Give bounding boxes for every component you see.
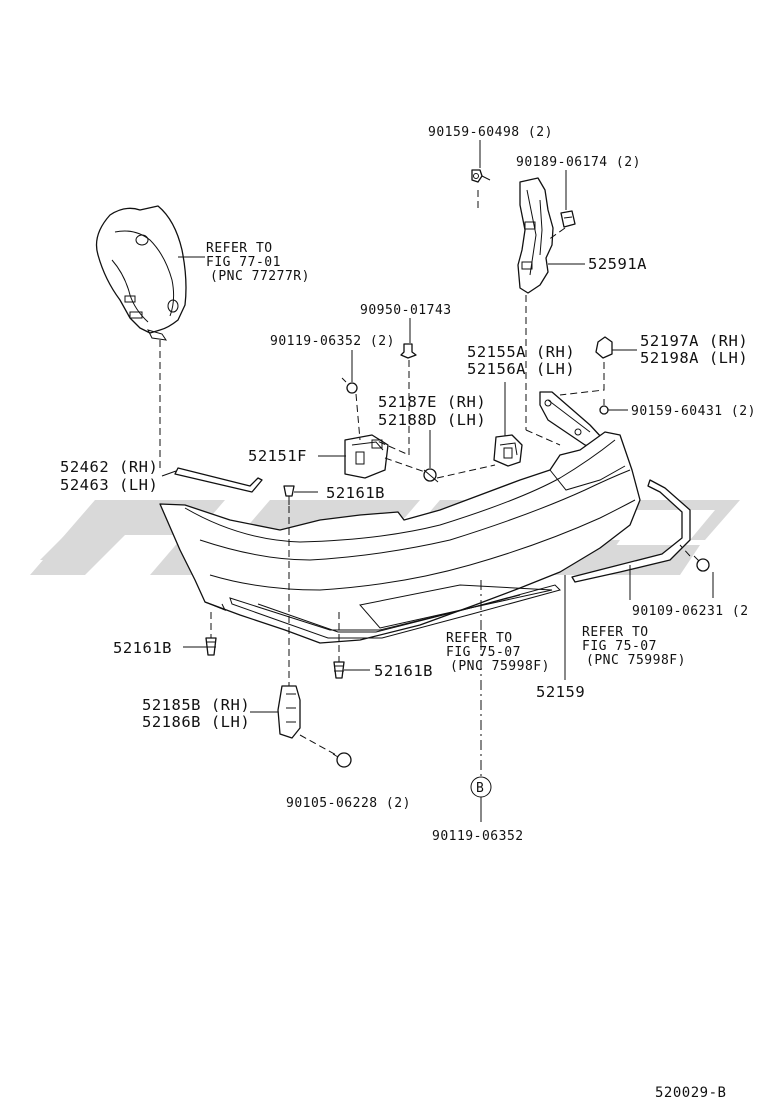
label-90159-60431: 90159-60431 (2)	[631, 404, 756, 419]
label-90189-06174: 90189-06174 (2)	[516, 155, 641, 170]
bumper-end-bracket	[539, 391, 603, 449]
label-refer-77-line2: FIG 77-01	[206, 255, 281, 270]
label-52156a: 52156A (LH)	[467, 360, 575, 378]
label-52161b-top: 52161B	[326, 484, 385, 502]
clip-52161b-left	[205, 637, 217, 656]
retainer-52187e	[423, 468, 439, 483]
label-refer-77-line1: REFER TO	[206, 241, 273, 256]
label-52161b-middle: 52161B	[374, 662, 433, 680]
label-52155a: 52155A (RH)	[467, 343, 575, 361]
retainer-52155a	[493, 434, 523, 467]
label-refer-75b-line1: REFER TO	[582, 625, 649, 640]
bracket-52151f	[344, 434, 389, 479]
screw-90159-60431	[599, 399, 609, 415]
label-90159-60498: 90159-60498 (2)	[428, 125, 553, 140]
label-refer-75a-line2: FIG 75-07	[446, 645, 521, 660]
rivet-90950-01743	[400, 343, 417, 359]
diagram-id: 520029-B	[655, 1085, 726, 1101]
clip-90189-06174	[560, 210, 576, 228]
reference-marker-b-letter: B	[476, 781, 484, 796]
label-52187e: 52187E (RH)	[378, 393, 486, 411]
reference-marker-b: B	[470, 776, 492, 798]
label-52188d: 52188D (LH)	[378, 411, 486, 429]
side-retainer-bracket	[517, 177, 554, 294]
clip-52161b-top	[283, 485, 295, 505]
label-90105-06228: 90105-06228 (2)	[286, 796, 411, 811]
label-90950-01743: 90950-01743	[360, 303, 452, 318]
bracket-52185b	[277, 685, 301, 739]
label-refer-75a-line3: (PNC 75998F)	[450, 659, 550, 674]
label-90109-06231: 90109-06231 (2	[632, 604, 749, 619]
leader-lines	[159, 190, 691, 822]
screw-90159-60498	[471, 169, 491, 183]
label-90119-06352-2: 90119-06352 (2)	[270, 334, 395, 349]
label-refer-75b-line3: (PNC 75998F)	[586, 653, 686, 668]
label-52197a: 52197A (RH)	[640, 332, 748, 350]
side-strip-52462	[174, 467, 263, 493]
holder-52197a	[595, 336, 613, 359]
wheel-housing-liner	[95, 205, 187, 341]
label-52161b-left: 52161B	[113, 639, 172, 657]
bolt-90105-06228	[332, 752, 352, 768]
label-refer-77-line3: (PNC 77277R)	[210, 269, 310, 284]
label-52159: 52159	[536, 683, 585, 701]
label-52462: 52462 (RH)	[60, 458, 158, 476]
label-52151f: 52151F	[248, 447, 307, 465]
label-refer-75a-line1: REFER TO	[446, 631, 513, 646]
clip-52161b-middle	[333, 661, 345, 679]
bumper-molding-right	[571, 479, 691, 583]
label-52185b: 52185B (RH)	[142, 696, 250, 714]
bumper-cover-52159	[159, 431, 641, 644]
label-52186b: 52186B (LH)	[142, 713, 250, 731]
screw-90109-06231	[693, 555, 710, 572]
solid-leaders	[161, 140, 714, 713]
label-refer-75b-line2: FIG 75-07	[582, 639, 657, 654]
bolt-90119-06352-upper	[341, 377, 358, 394]
label-52198a: 52198A (LH)	[640, 349, 748, 367]
label-52591a: 52591A	[588, 255, 647, 273]
part-labels: 90159-60498 (2) 90189-06174 (2) 52591A R…	[60, 125, 756, 1101]
label-52463: 52463 (LH)	[60, 476, 158, 494]
label-90119-06352: 90119-06352	[432, 829, 524, 844]
